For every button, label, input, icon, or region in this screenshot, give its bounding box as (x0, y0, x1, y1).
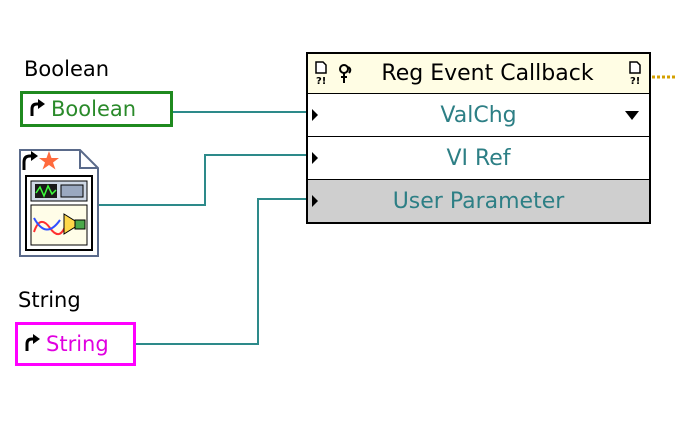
reg-event-callback-node[interactable]: ?! Reg Event Callback ?! ValChg VI Ref U… (306, 52, 651, 224)
wire-vi-ref (99, 154, 306, 206)
input-terminal-icon (312, 195, 318, 207)
input-terminal-icon (312, 109, 318, 121)
event-row-text: ValChg (440, 102, 517, 128)
svg-text:?!: ?! (630, 76, 640, 86)
error-terminal-icon: ?! (315, 61, 327, 86)
vi-ref-row[interactable]: VI Ref (306, 137, 651, 180)
node-title-bar: ?! Reg Event Callback ?! (306, 52, 651, 94)
boolean-control-text: Boolean (51, 97, 137, 121)
string-control-text: String (46, 332, 109, 356)
callback-terminal-icon (339, 64, 352, 83)
vi-ref-icon (19, 149, 99, 257)
string-reference-control[interactable]: String (15, 322, 136, 366)
arrow-ref-icon (25, 334, 40, 351)
vi-ref-row-text: VI Ref (446, 145, 511, 171)
svg-text:?!: ?! (316, 76, 326, 86)
wire-user-parameter (136, 198, 306, 345)
user-parameter-row-text: User Parameter (392, 188, 565, 214)
boolean-label: Boolean (24, 57, 110, 81)
user-parameter-row[interactable]: User Parameter (306, 180, 651, 224)
dropdown-arrow-icon[interactable] (625, 111, 639, 120)
arrow-ref-icon (30, 99, 45, 116)
boolean-reference-control[interactable]: Boolean (20, 91, 173, 127)
string-label: String (18, 288, 81, 312)
vi-reference-constant[interactable] (18, 148, 100, 258)
error-out-terminal-icon: ?! (629, 61, 641, 86)
node-title: Reg Event Callback (381, 61, 594, 86)
event-row[interactable]: ValChg (306, 94, 651, 137)
input-terminal-icon (312, 152, 318, 164)
